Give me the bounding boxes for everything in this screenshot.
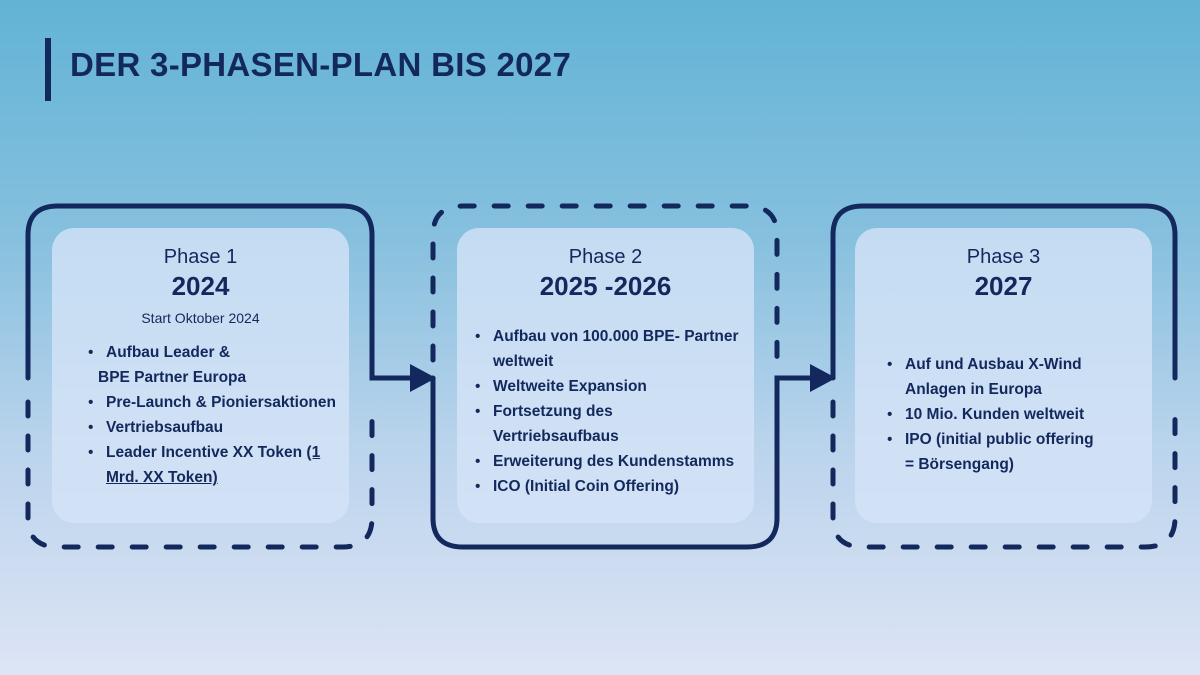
frame-2-bottom-solid xyxy=(430,375,815,550)
phase-1-list: Aufbau Leader & BPE Partner Europa Pre-L… xyxy=(86,340,349,490)
list-item-text: Leader Incentive XX Token xyxy=(106,444,307,461)
list-item: Pre-Launch & Pioniersaktionen xyxy=(86,390,349,415)
frame-3-bottom-dashed xyxy=(830,399,1178,550)
frame-1-top-solid xyxy=(25,203,415,381)
frame-2-top-dashed xyxy=(430,203,780,363)
list-item: BPE Partner Europa xyxy=(98,369,247,386)
token-link[interactable]: (1 Mrd. XX Token) xyxy=(106,444,321,486)
phase-3-label: Phase 3 xyxy=(966,246,1041,268)
phase-1-label: Phase 1 xyxy=(163,246,238,268)
list-item: Fortsetzung des Vertriebsaufbaus xyxy=(473,399,744,449)
list-item: IPO (initial public offering = Börsengan… xyxy=(885,427,1142,477)
phase-2-label: Phase 2 xyxy=(568,246,643,268)
list-item: Vertriebsaufbau xyxy=(86,415,349,440)
list-item: 10 Mio. Kunden weltweit xyxy=(885,402,1142,427)
phase-1-year: 2024 xyxy=(171,271,230,301)
phase-1-subtitle: Start Oktober 2024 xyxy=(141,310,260,326)
phase-3-list: Auf und Ausbau X-Wind Anlagen in Europa … xyxy=(885,352,1142,477)
list-item: Weltweite Expansion xyxy=(473,374,744,399)
phase-3-year: 2027 xyxy=(974,271,1033,301)
phase-1-card: Phase 1 2024 Start Oktober 2024 Aufbau L… xyxy=(52,228,349,523)
list-item: Aufbau Leader & xyxy=(86,340,349,365)
phase-3-card: Phase 3 2027 Auf und Ausbau X-Wind Anlag… xyxy=(855,228,1152,523)
arrow-head-1-icon xyxy=(410,364,436,392)
list-item: Aufbau von 100.000 BPE- Partner weltweit xyxy=(473,324,744,374)
phase-2-card: Phase 2 2025 -2026 Aufbau von 100.000 BP… xyxy=(457,228,754,523)
arrow-head-2-icon xyxy=(810,364,836,392)
phase-2-list: Aufbau von 100.000 BPE- Partner weltweit… xyxy=(473,324,744,499)
page-title: DER 3-PHASEN-PLAN BIS 2027 xyxy=(70,46,572,83)
list-item: ICO (Initial Coin Offering) xyxy=(473,474,744,499)
list-item: Auf und Ausbau X-Wind Anlagen in Europa xyxy=(885,352,1142,402)
frame-3-top-solid xyxy=(830,203,1178,381)
list-item: Erweiterung des Kundenstamms xyxy=(473,449,744,474)
list-item: Leader Incentive XX Token (1 Mrd. XX Tok… xyxy=(86,440,349,490)
frame-1-bottom-dashed xyxy=(25,399,375,550)
title-accent-bar xyxy=(45,38,51,101)
phase-2-year: 2025 -2026 xyxy=(539,271,672,301)
